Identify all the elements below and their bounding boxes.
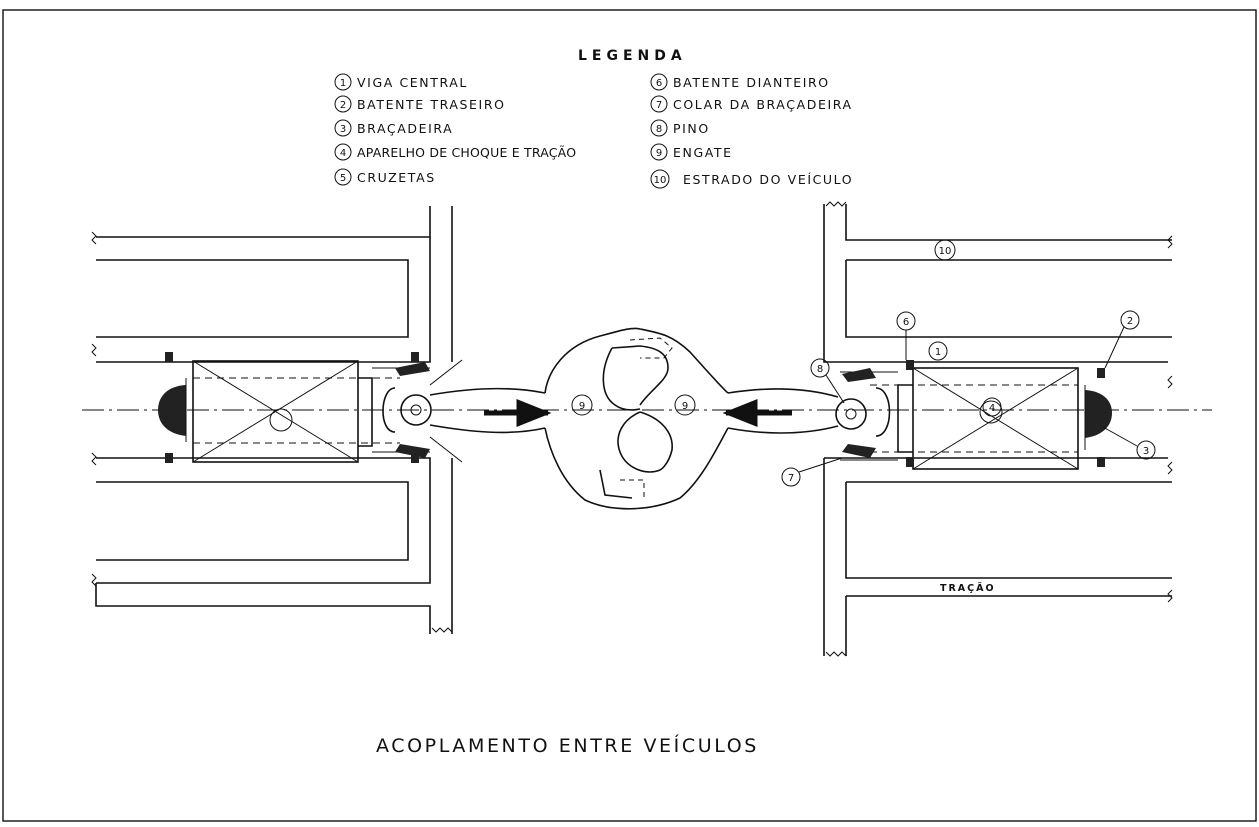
legend-item-8: 8 PINO	[650, 119, 710, 137]
svg-text:4: 4	[989, 403, 995, 414]
svg-text:PINO: PINO	[673, 121, 710, 136]
legend-item-9: 9 ENGATE	[650, 143, 733, 161]
svg-text:10: 10	[654, 175, 667, 186]
page-border	[2, 9, 1257, 822]
callout-6: 6	[896, 311, 916, 360]
callout-10: 10	[934, 239, 956, 261]
svg-text:8: 8	[656, 124, 662, 135]
svg-text:9: 9	[579, 401, 585, 412]
svg-text:APARELHO DE CHOQUE E TRAÇÃO: APARELHO DE CHOQUE E TRAÇÃO	[357, 145, 576, 160]
svg-text:10: 10	[939, 246, 952, 257]
svg-text:CRUZETAS: CRUZETAS	[357, 170, 436, 185]
right-vehicle-frame	[823, 201, 1173, 657]
legend-item-4: 4 APARELHO DE CHOQUE E TRAÇÃO	[334, 143, 576, 161]
svg-text:BATENTE TRASEIRO: BATENTE TRASEIRO	[357, 97, 506, 112]
svg-text:3: 3	[340, 124, 346, 135]
svg-text:7: 7	[656, 100, 662, 111]
svg-text:2: 2	[340, 100, 346, 111]
legend-item-6: 6 BATENTE DIANTEIRO	[650, 73, 830, 91]
svg-text:VIGA CENTRAL: VIGA CENTRAL	[357, 75, 468, 90]
right-draft-gear	[835, 360, 1112, 470]
legend-item-7: 7 COLAR DA BRAÇADEIRA	[650, 95, 853, 113]
callout-4: 4	[982, 397, 1002, 417]
svg-text:3: 3	[1143, 446, 1149, 457]
svg-text:1: 1	[340, 78, 346, 89]
left-draft-gear	[158, 352, 463, 463]
legend-item-2: 2 BATENTE TRASEIRO	[334, 95, 506, 113]
callout-1: 1	[928, 341, 948, 361]
left-vehicle-frame	[91, 206, 453, 634]
svg-text:ESTRADO DO VEÍCULO: ESTRADO DO VEÍCULO	[683, 172, 853, 187]
svg-text:1: 1	[935, 347, 941, 358]
callout-9-left: 9	[571, 394, 593, 416]
svg-text:7: 7	[788, 473, 794, 484]
diagram-title: ACOPLAMENTO ENTRE VEÍCULOS	[376, 734, 759, 757]
svg-text:6: 6	[656, 78, 662, 89]
svg-text:8: 8	[817, 364, 823, 375]
tracao-label: TRAÇÃO	[940, 583, 996, 594]
legend: LEGENDA 1 VIGA CENTRAL 2 BATENTE TRASEIR…	[334, 48, 853, 189]
callout-3: 3	[1102, 426, 1156, 460]
callout-7: 7	[781, 457, 843, 487]
svg-text:ENGATE: ENGATE	[673, 145, 733, 160]
svg-text:9: 9	[682, 401, 688, 412]
svg-text:9: 9	[656, 148, 662, 159]
svg-text:BATENTE DIANTEIRO: BATENTE DIANTEIRO	[673, 75, 830, 90]
legend-title: LEGENDA	[578, 48, 687, 64]
svg-text:BRAÇADEIRA: BRAÇADEIRA	[357, 121, 453, 136]
legend-item-1: 1 VIGA CENTRAL	[334, 73, 468, 91]
coupler	[429, 327, 839, 510]
svg-text:5: 5	[340, 173, 346, 184]
svg-text:4: 4	[340, 148, 346, 159]
callout-8: 8	[810, 358, 845, 404]
callout-2: 2	[1104, 310, 1140, 369]
svg-text:COLAR DA BRAÇADEIRA: COLAR DA BRAÇADEIRA	[673, 97, 853, 112]
legend-item-10: 10 ESTRADO DO VEÍCULO	[650, 169, 853, 189]
legend-item-3: 3 BRAÇADEIRA	[334, 119, 453, 137]
legend-item-5: 5 CRUZETAS	[334, 168, 436, 186]
callout-9-right: 9	[674, 394, 696, 416]
svg-text:2: 2	[1127, 316, 1133, 327]
svg-text:6: 6	[903, 317, 909, 328]
